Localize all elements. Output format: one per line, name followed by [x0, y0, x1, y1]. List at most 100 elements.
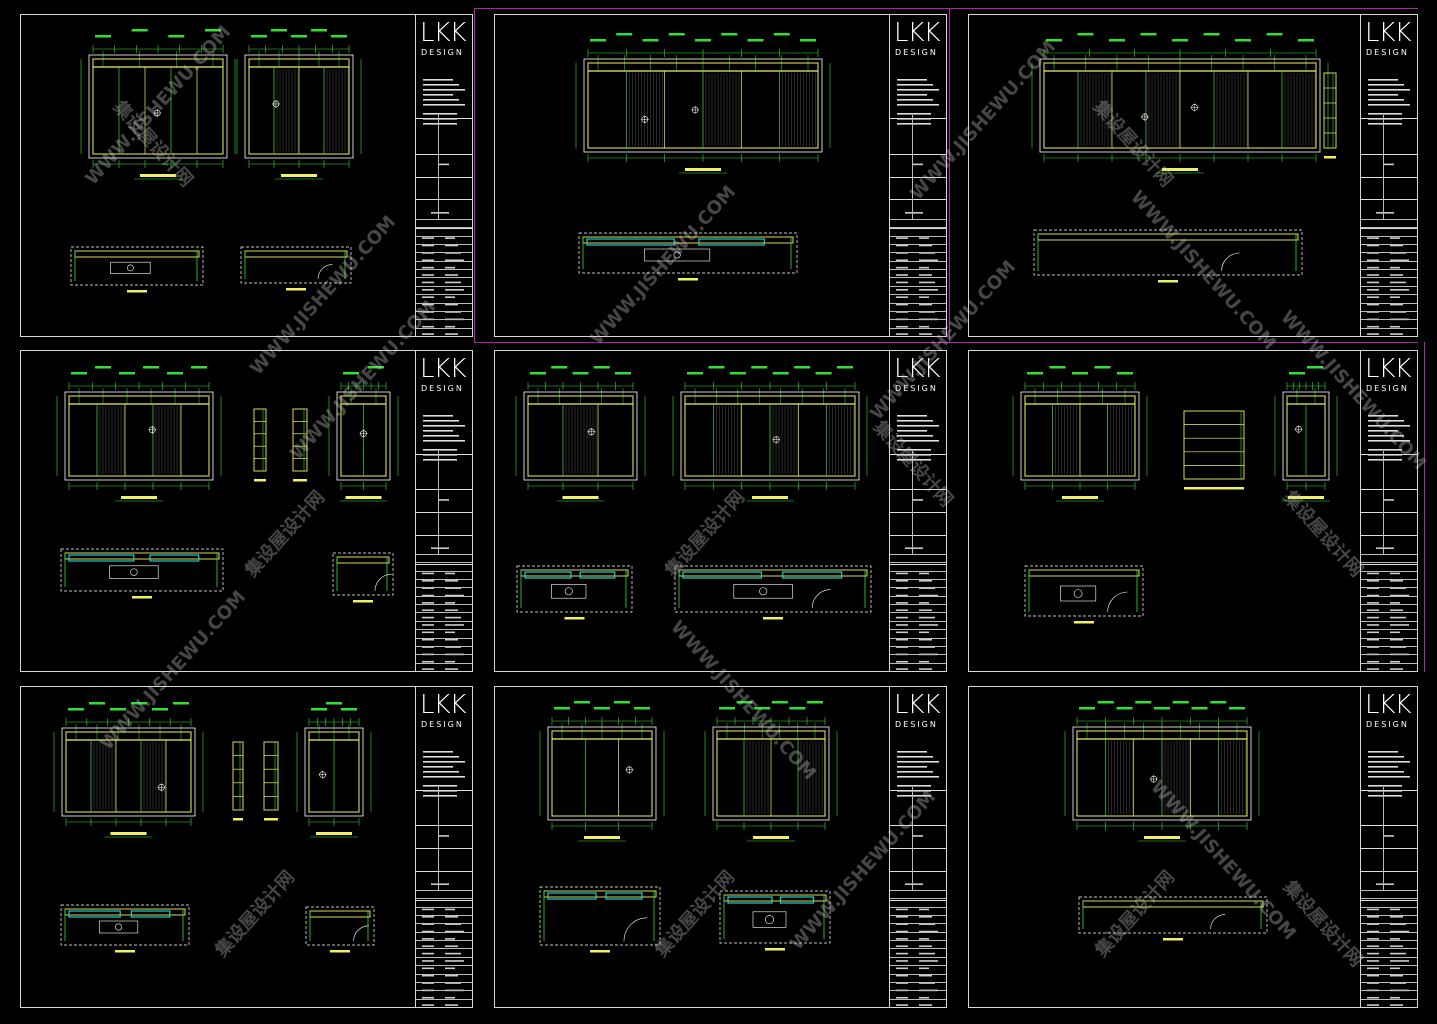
- drawing-sheet: LKK DESIGN: [20, 14, 473, 337]
- title-block-row: [416, 310, 472, 319]
- title-block-row: [416, 243, 472, 252]
- title-block-table: [890, 786, 946, 1007]
- title-block-row: [416, 906, 472, 915]
- title-block-divider: [890, 454, 946, 456]
- title-block-row: [890, 889, 946, 898]
- title-block-row: [1361, 319, 1417, 327]
- title-block-row: [890, 277, 946, 285]
- title-block-row: [890, 218, 946, 227]
- title-block-row: [1361, 956, 1417, 965]
- title-block-row: [1361, 973, 1417, 982]
- title-block-row: [890, 235, 946, 244]
- title-block-divider: [1361, 512, 1417, 513]
- title-block-row: [416, 965, 472, 973]
- brand-logo-subtitle: DESIGN: [421, 720, 464, 729]
- title-block-row: [416, 981, 472, 990]
- title-block-divider: [890, 899, 946, 901]
- title-block-row: [890, 898, 946, 906]
- title-block: LKK DESIGN: [1360, 15, 1417, 336]
- title-block-row: [416, 898, 472, 906]
- title-block-row: [1361, 940, 1417, 948]
- title-block-row: [890, 654, 946, 662]
- title-block-row: [890, 973, 946, 982]
- title-block-divider: [890, 870, 946, 872]
- sheet-drawing-canvas: [1064, 701, 1410, 1006]
- title-block: LKK DESIGN: [415, 687, 472, 1007]
- floor-plan-detail: [305, 906, 375, 953]
- title-block-divider: [416, 534, 472, 536]
- title-block-table: [416, 786, 472, 1007]
- title-block-divider: [416, 848, 472, 849]
- floor-plan-detail: [240, 246, 352, 291]
- title-block-row: [1361, 285, 1417, 294]
- title-block-divider: [1361, 534, 1417, 536]
- sheet-drawing-canvas: [1031, 33, 1410, 335]
- title-block-row: [890, 965, 946, 973]
- title-block-row: [416, 294, 472, 302]
- title-block-row: [890, 923, 946, 931]
- title-block-row: [890, 915, 946, 923]
- title-block-column-divider: [912, 786, 913, 890]
- brand-logo: LKK: [1365, 354, 1412, 384]
- elevation-drawing: [539, 701, 665, 842]
- title-block-row: [890, 956, 946, 965]
- cabinet-section: [1323, 72, 1337, 159]
- title-block-row: [890, 327, 946, 336]
- drawing-sheet: LKK DESIGN: [968, 350, 1418, 672]
- title-block-row: [416, 587, 472, 595]
- title-block-divider: [890, 825, 946, 827]
- floor-plan-detail: [719, 890, 831, 951]
- title-block: LKK DESIGN: [415, 351, 472, 671]
- brand-logo: LKK: [1365, 18, 1412, 48]
- title-block-divider: [1361, 118, 1417, 120]
- title-block-row: [1361, 604, 1417, 612]
- brand-logo-subtitle: DESIGN: [895, 384, 938, 393]
- title-block-row: [416, 302, 472, 311]
- title-block-row: [890, 227, 946, 235]
- title-block-divider: [890, 489, 946, 491]
- title-block-table: [1361, 786, 1417, 1007]
- floor-plan-detail: [332, 552, 394, 603]
- title-block-row: [890, 252, 946, 260]
- title-block-row: [416, 218, 472, 227]
- title-block-row: [890, 998, 946, 1007]
- title-block-row: [890, 620, 946, 629]
- title-block-row: [416, 319, 472, 327]
- title-block-table: [416, 115, 472, 336]
- title-block-row: [416, 235, 472, 244]
- floor-plan-detail: [1078, 896, 1268, 941]
- title-block-row: [1361, 243, 1417, 252]
- floor-plan-detail: [1033, 229, 1303, 283]
- sheet-drawing-canvas: [515, 366, 939, 670]
- elevation-drawing: [236, 29, 362, 180]
- floor-plan-detail: [516, 565, 633, 620]
- title-block-row: [416, 645, 472, 654]
- title-block: LKK DESIGN: [1360, 351, 1417, 671]
- title-block-divider: [890, 790, 946, 792]
- brand-logo-subtitle: DESIGN: [1366, 720, 1409, 729]
- brand-logo: LKK: [420, 18, 467, 48]
- drawing-sheet: LKK DESIGN: [20, 350, 473, 672]
- title-block-divider: [416, 118, 472, 120]
- title-block-divider: [416, 899, 472, 901]
- title-block-row: [1361, 269, 1417, 277]
- title-block-divider: [1361, 899, 1417, 901]
- title-block-row: [416, 595, 472, 604]
- title-block-row: [416, 553, 472, 562]
- drawing-sheet: LKK DESIGN: [494, 350, 947, 672]
- title-block-divider: [1361, 176, 1417, 178]
- title-block-divider: [416, 454, 472, 456]
- brand-logo: LKK: [420, 354, 467, 384]
- title-block-row: [416, 889, 472, 898]
- title-block-divider: [416, 870, 472, 872]
- floor-plan-detail: [60, 548, 224, 599]
- title-block-row: [1361, 981, 1417, 990]
- title-block-divider: [1361, 454, 1417, 456]
- title-block-row: [890, 269, 946, 277]
- title-block-row: [416, 579, 472, 587]
- title-block-divider: [890, 153, 946, 155]
- title-block-divider: [416, 512, 472, 513]
- title-block-row: [1361, 294, 1417, 302]
- title-block-row: [890, 302, 946, 311]
- drawing-sheet: LKK DESIGN: [20, 686, 473, 1008]
